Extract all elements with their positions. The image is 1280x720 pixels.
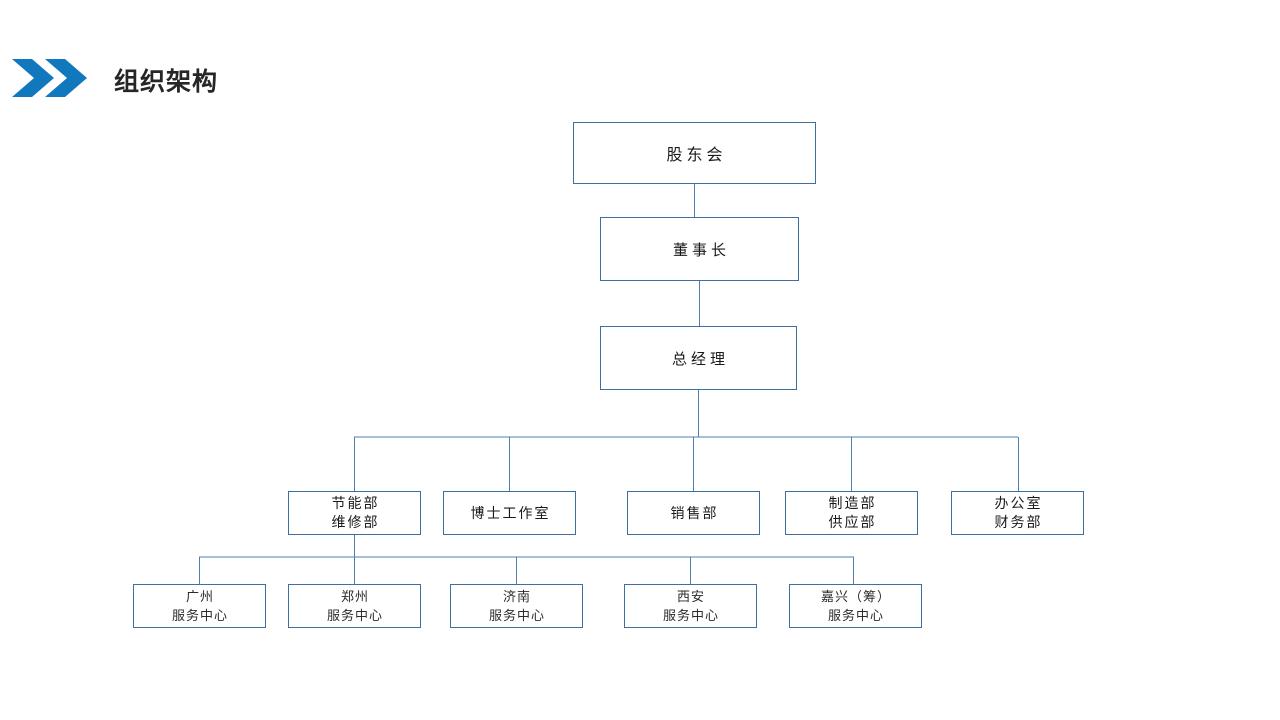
org-node-label-line-2: 供应部 <box>828 514 877 530</box>
org-node-label: 董事长 <box>672 241 730 259</box>
org-node-office-finance[interactable]: 办公室 财务部 <box>951 491 1084 535</box>
org-node-label-line-2: 服务中心 <box>488 608 545 623</box>
org-node-jinan-center[interactable]: 济南 服务中心 <box>450 584 583 628</box>
org-node-label-line-1: 西安 <box>676 589 705 604</box>
org-node-label-line-2: 服务中心 <box>171 608 228 623</box>
org-node-doctoral-studio[interactable]: 博士工作室 <box>443 491 576 535</box>
org-node-zhengzhou-center[interactable]: 郑州 服务中心 <box>288 584 421 628</box>
org-node-jiaxing-center[interactable]: 嘉兴（筹） 服务中心 <box>789 584 922 628</box>
org-node-label-line-2: 维修部 <box>331 514 380 530</box>
org-node-label-line-2: 服务中心 <box>326 608 383 623</box>
org-node-general-manager[interactable]: 总经理 <box>600 326 797 390</box>
double-chevron-right-icon <box>12 58 90 98</box>
org-node-label: 总经理 <box>671 350 729 368</box>
org-node-label-line-2: 服务中心 <box>827 608 884 623</box>
org-node-label-line-1: 嘉兴（筹） <box>820 589 891 604</box>
org-node-chairman[interactable]: 董事长 <box>600 217 799 281</box>
org-node-label: 股东会 <box>666 147 727 164</box>
org-node-label-line-2: 财务部 <box>994 514 1043 530</box>
org-node-label-line-1: 节能部 <box>331 495 380 511</box>
org-node-energy-maintenance[interactable]: 节能部 维修部 <box>288 491 421 535</box>
org-node-label: 销售部 <box>670 504 719 521</box>
org-node-label-line-2: 服务中心 <box>662 608 719 623</box>
org-node-label: 博士工作室 <box>470 504 551 521</box>
org-node-xian-center[interactable]: 西安 服务中心 <box>624 584 757 628</box>
org-node-label-line-1: 郑州 <box>340 589 369 604</box>
org-node-label-line-1: 广州 <box>185 589 214 604</box>
org-node-label-line-1: 济南 <box>502 589 531 604</box>
slide-header: 组织架构 <box>0 0 1280 120</box>
org-node-manufacturing-supply[interactable]: 制造部 供应部 <box>785 491 918 535</box>
page-title: 组织架构 <box>114 68 219 96</box>
org-node-label-line-1: 办公室 <box>994 495 1043 511</box>
org-node-shareholders[interactable]: 股东会 <box>573 122 816 184</box>
org-node-sales[interactable]: 销售部 <box>627 491 760 535</box>
org-node-label-line-1: 制造部 <box>828 495 877 511</box>
org-node-guangzhou-center[interactable]: 广州 服务中心 <box>133 584 266 628</box>
